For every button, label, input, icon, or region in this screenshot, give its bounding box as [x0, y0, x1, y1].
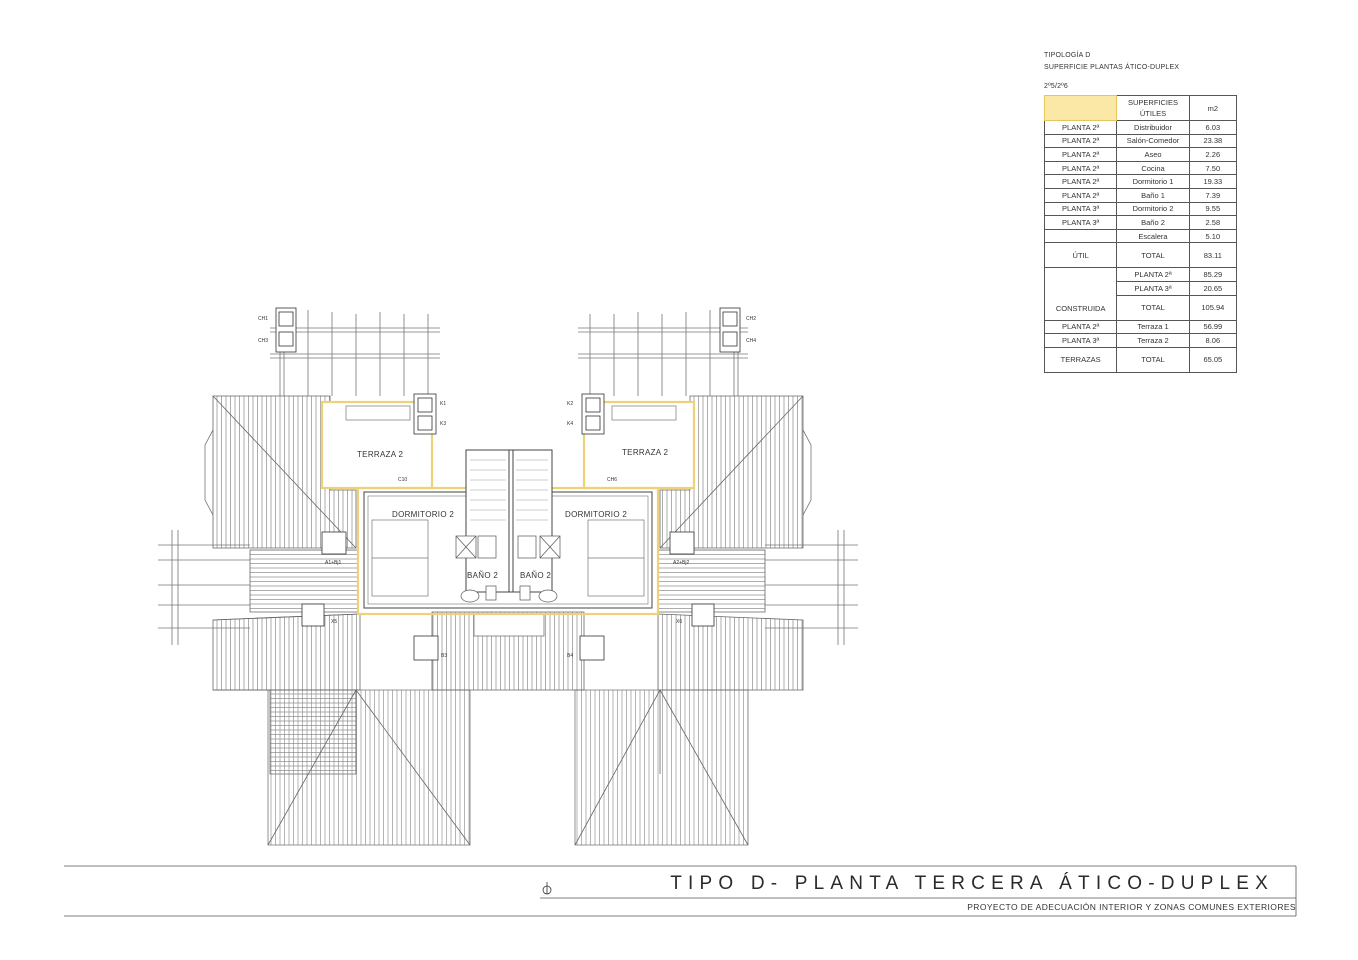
tag-ch2: CH2: [746, 316, 756, 322]
tag-a2: A2+Bj2: [673, 560, 689, 566]
tag-a1: A1+Bj1: [325, 560, 341, 566]
tag-ch1: CH1: [258, 316, 268, 322]
bano-left-label: BAÑO 2: [467, 571, 498, 580]
table-cell: 65.05: [1188, 346, 1238, 373]
header-cell-m2: m2: [1188, 95, 1238, 121]
equipment-units: [275, 307, 741, 661]
north-arrow-icon: [542, 882, 552, 895]
table-row-construida-p2: CONSTRUIDA PLANTA 2ª 85.29: [1043, 267, 1238, 321]
tag-k3: K3: [440, 421, 446, 427]
table-row-construida-total: TOTAL 105.94: [1045, 294, 1238, 321]
bano-right-label: BAÑO 2: [520, 571, 551, 580]
tag-ch4: CH4: [746, 338, 756, 344]
pergola-left: [158, 310, 440, 645]
roof-right: [574, 395, 804, 846]
superficie-label: SUPERFICIE PLANTAS ÁTICO-DUPLEX: [1044, 64, 1180, 71]
tag-k2: K2: [567, 401, 573, 407]
util-total-value: 83.11: [1188, 242, 1238, 269]
table-header-row: SUPERFICIES ÚTILES m2: [1043, 95, 1238, 121]
header-cell-superficies: SUPERFICIES ÚTILES: [1116, 95, 1190, 121]
roof-left: [212, 395, 471, 846]
tag-x5: X5: [331, 619, 337, 625]
drawing-title: TIPO D- PLANTA TERCERA ÁTICO-DUPLEX: [670, 873, 1274, 894]
units-label: 2º5/2º6: [1044, 83, 1069, 90]
table-row-util: ÚTIL TOTAL 83.11: [1043, 242, 1238, 269]
bath-fixtures: [455, 535, 561, 603]
tag-c10: C10: [398, 477, 407, 483]
tag-x6: X6: [676, 619, 682, 625]
construida-label: CONSTRUIDA: [1043, 267, 1118, 321]
header-cell-empty: [1043, 95, 1118, 121]
tag-k4: K4: [567, 421, 573, 427]
tag-b3: B3: [441, 653, 447, 659]
tag-k1: K1: [440, 401, 446, 407]
tag-ch6: CH6: [607, 477, 617, 483]
util-total-label: TOTAL: [1116, 242, 1190, 269]
tag-b4: B4: [567, 653, 573, 659]
terraza-left-label: TERRAZA 2: [357, 450, 404, 459]
construida-total-value: 105.94: [1188, 294, 1238, 321]
table-cell: TERRAZAS: [1043, 346, 1118, 373]
tag-ch3: CH3: [258, 338, 268, 344]
stairs: [470, 459, 548, 521]
tipologia-label: TIPOLOGÍA D: [1044, 52, 1091, 59]
dormitorio-right-label: DORMITORIO 2: [565, 510, 627, 519]
title-block-frame: [64, 865, 1297, 917]
title-block: TIPO D- PLANTA TERCERA ÁTICO-DUPLEX PROY…: [64, 866, 1296, 917]
dormitorio-left-label: DORMITORIO 2: [392, 510, 454, 519]
project-subtitle: PROYECTO DE ADECUACIÓN INTERIOR Y ZONAS …: [967, 902, 1296, 912]
construida-total-label: TOTAL: [1116, 294, 1190, 321]
terraza-right-label: TERRAZA 2: [622, 448, 669, 457]
beds: [371, 519, 645, 597]
